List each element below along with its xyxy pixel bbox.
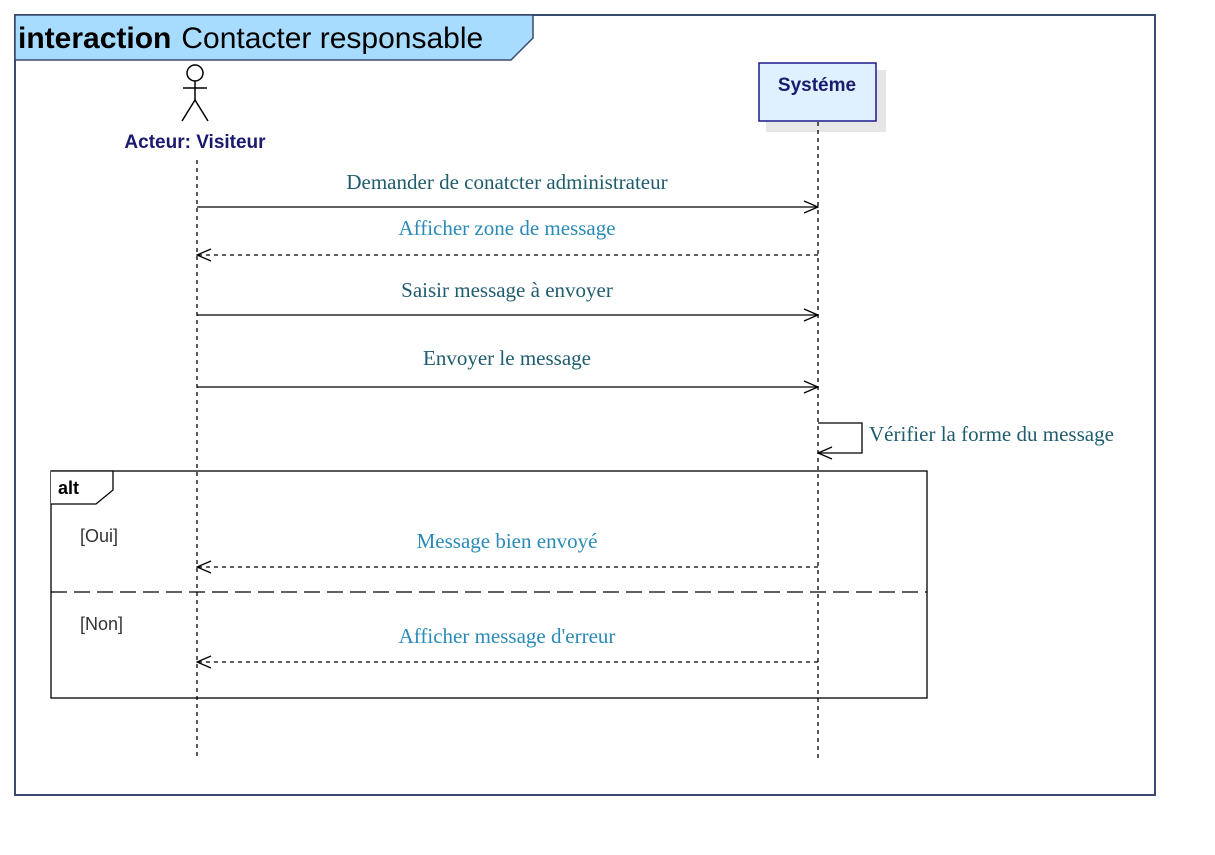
actor-icon bbox=[181, 64, 209, 122]
frame-keyword: interaction bbox=[18, 22, 171, 55]
message-label: Envoyer le message bbox=[423, 346, 591, 370]
frame-title-tab bbox=[14, 14, 534, 61]
frame-title: interaction Contacter responsable bbox=[18, 22, 483, 55]
system-box bbox=[758, 62, 877, 122]
guard-label: [Oui] bbox=[80, 526, 118, 546]
guard-label: [Non] bbox=[80, 614, 123, 634]
message-label: Demander de conatcter administrateur bbox=[346, 170, 667, 194]
alt-tab bbox=[51, 470, 114, 505]
alt-operator-label: alt bbox=[58, 478, 79, 498]
reply-label: Afficher zone de message bbox=[398, 216, 615, 240]
self-message-arrow bbox=[818, 422, 863, 453]
self-message-label: Vérifier la forme du message bbox=[869, 422, 1114, 446]
alt-fragment bbox=[50, 470, 928, 699]
message-label: Saisir message à envoyer bbox=[401, 278, 613, 302]
reply-label: Afficher message d'erreur bbox=[399, 624, 616, 648]
system-label: Systéme bbox=[778, 75, 856, 96]
reply-label: Message bien envoyé bbox=[417, 529, 598, 553]
actor-label: Acteur: Visiteur bbox=[124, 132, 266, 153]
frame-name: Contacter responsable bbox=[181, 22, 483, 55]
